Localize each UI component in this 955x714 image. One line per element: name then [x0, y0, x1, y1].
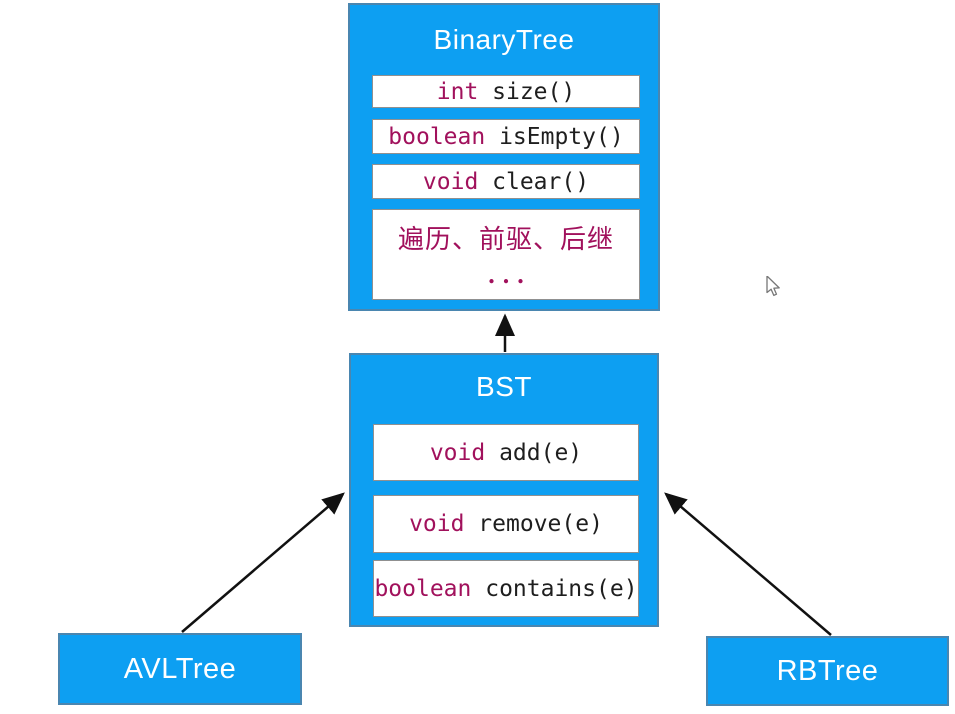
class-title-avltree: AVLTree — [123, 652, 237, 685]
arrow-rbtree-to-bst — [664, 492, 832, 636]
method-signature: isEmpty() — [485, 123, 624, 150]
method-signature: remove(e) — [464, 511, 603, 537]
class-box-avltree: AVLTree — [58, 633, 302, 705]
mouse-cursor-icon — [766, 276, 780, 297]
method-keyword: void — [422, 168, 479, 195]
method-keyword: boolean — [374, 575, 472, 602]
method-signature: size() — [478, 78, 576, 105]
note-row-traversal: 遍历、前驱、后继 ... — [372, 209, 640, 300]
method-row-contains: boolean contains(e) — [373, 560, 639, 617]
method-keyword: boolean — [388, 123, 486, 150]
class-title-bst: BST — [476, 371, 532, 402]
class-box-binarytree: BinaryTree int size() boolean isEmpty() … — [348, 3, 660, 311]
method-keyword: void — [409, 511, 465, 537]
method-signature: clear() — [478, 168, 590, 195]
method-row-isempty: boolean isEmpty() — [372, 119, 640, 154]
method-row-size: int size() — [372, 75, 640, 108]
method-row-add: void add(e) — [373, 424, 639, 481]
method-signature: add(e) — [485, 439, 583, 466]
class-box-rbtree: RBTree — [706, 636, 949, 706]
arrow-avltree-to-bst — [181, 492, 345, 633]
method-keyword: void — [429, 439, 486, 466]
method-signature: contains(e) — [471, 575, 638, 602]
method-row-remove: void remove(e) — [373, 495, 639, 553]
note-ellipsis: ... — [488, 259, 532, 289]
method-keyword: int — [436, 78, 479, 105]
class-title-rbtree: RBTree — [776, 654, 879, 687]
class-title-binarytree: BinaryTree — [433, 24, 575, 55]
method-row-clear: void clear() — [372, 164, 640, 199]
class-box-bst: BST void add(e) void remove(e) boolean c… — [349, 353, 659, 627]
note-text: 遍历、前驱、后继 — [397, 224, 614, 254]
